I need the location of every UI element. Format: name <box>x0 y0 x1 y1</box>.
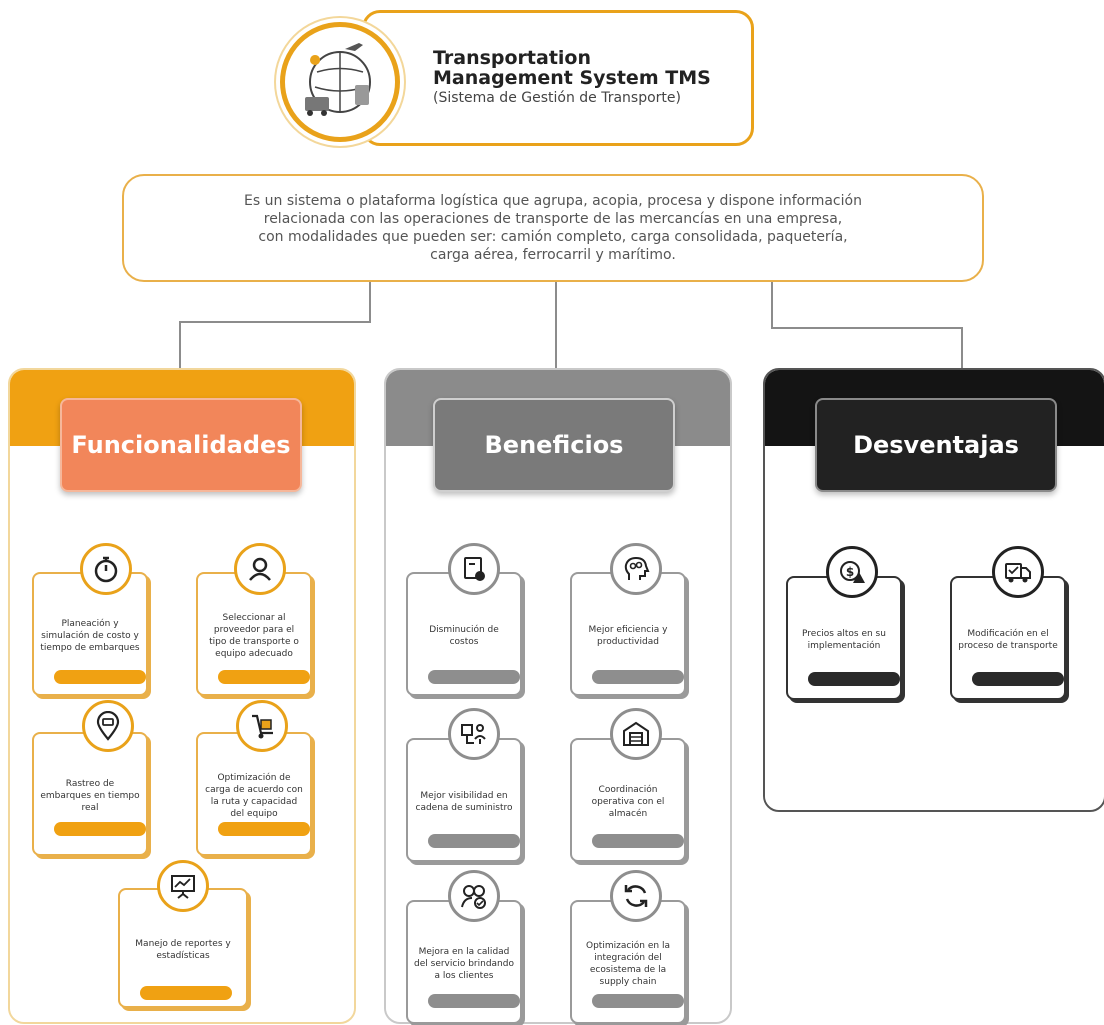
title-line-2: Management System TMS <box>433 67 711 89</box>
card-pill <box>592 994 684 1008</box>
stopwatch-icon <box>80 543 132 595</box>
description-line: carga aérea, ferrocarril y marítimo. <box>430 247 676 263</box>
card-pill <box>54 670 146 684</box>
card-pill <box>808 672 900 686</box>
description-line: con modalidades que pueden ser: camión c… <box>258 229 848 245</box>
truck-check-icon <box>992 546 1044 598</box>
title-box <box>362 10 754 146</box>
presentation-chart-icon <box>157 860 209 912</box>
warehouse-icon <box>610 708 662 760</box>
card-pill <box>428 834 520 848</box>
card-pill <box>972 672 1064 686</box>
card-text: Modificación en el proceso de transporte <box>958 629 1058 651</box>
card-text: Mejora en la calidad del servicio brinda… <box>414 947 514 981</box>
card-pill <box>218 670 310 684</box>
card-text: Planeación y simulación de costo y tiemp… <box>40 619 140 653</box>
beneficios-header: Beneficios <box>433 398 675 492</box>
card-text: Mejor visibilidad en cadena de suministr… <box>415 791 513 813</box>
card-planeacion: Planeación y simulación de costo y tiemp… <box>32 572 148 696</box>
cost-document-icon <box>448 543 500 595</box>
description-line: relacionada con las operaciones de trans… <box>263 211 843 227</box>
title-line-1: Transportation <box>433 47 592 69</box>
desventajas-header: Desventajas <box>815 398 1057 492</box>
card-rastreo: Rastreo de embarques en tiempo real <box>32 732 148 856</box>
card-text: Coordinación operativa con el almacén <box>591 785 665 819</box>
title-subtitle: (Sistema de Gestión de Transporte) <box>433 90 681 106</box>
tms-logo-icon <box>280 22 400 142</box>
card-text: Manejo de reportes y estadísticas <box>135 939 231 961</box>
card-text: Disminución de costos <box>429 625 499 647</box>
card-text: Optimización de carga de acuerdo con la … <box>205 773 303 819</box>
card-pill <box>592 834 684 848</box>
head-gears-icon <box>610 543 662 595</box>
price-warning-icon: $ <box>826 546 878 598</box>
card-text: Optimización en la integración del ecosi… <box>586 941 670 987</box>
card-pill <box>140 986 232 1000</box>
card-text: Mejor eficiencia y productividad <box>588 625 668 647</box>
description-line: Es un sistema o plataforma logística que… <box>244 193 862 209</box>
cycle-arrows-icon <box>610 870 662 922</box>
title-block: Transportation Management System TMS (Si… <box>433 48 753 106</box>
card-pill <box>592 670 684 684</box>
svg-text:$: $ <box>846 565 854 579</box>
card-text: Seleccionar al proveedor para el tipo de… <box>209 613 299 659</box>
card-pill <box>218 822 310 836</box>
user-icon <box>234 543 286 595</box>
funcionalidades-header: Funcionalidades <box>60 398 302 492</box>
customers-icon <box>448 870 500 922</box>
card-pill <box>54 822 146 836</box>
description-box: Es un sistema o plataforma logística que… <box>122 174 984 282</box>
card-pill <box>428 670 520 684</box>
card-text: Rastreo de embarques en tiempo real <box>40 779 140 813</box>
supply-chain-icon <box>448 708 500 760</box>
card-text: Precios altos en su implementación <box>802 629 886 651</box>
card-pill <box>428 994 520 1008</box>
hand-truck-icon <box>236 700 288 752</box>
location-pin-icon <box>82 700 134 752</box>
